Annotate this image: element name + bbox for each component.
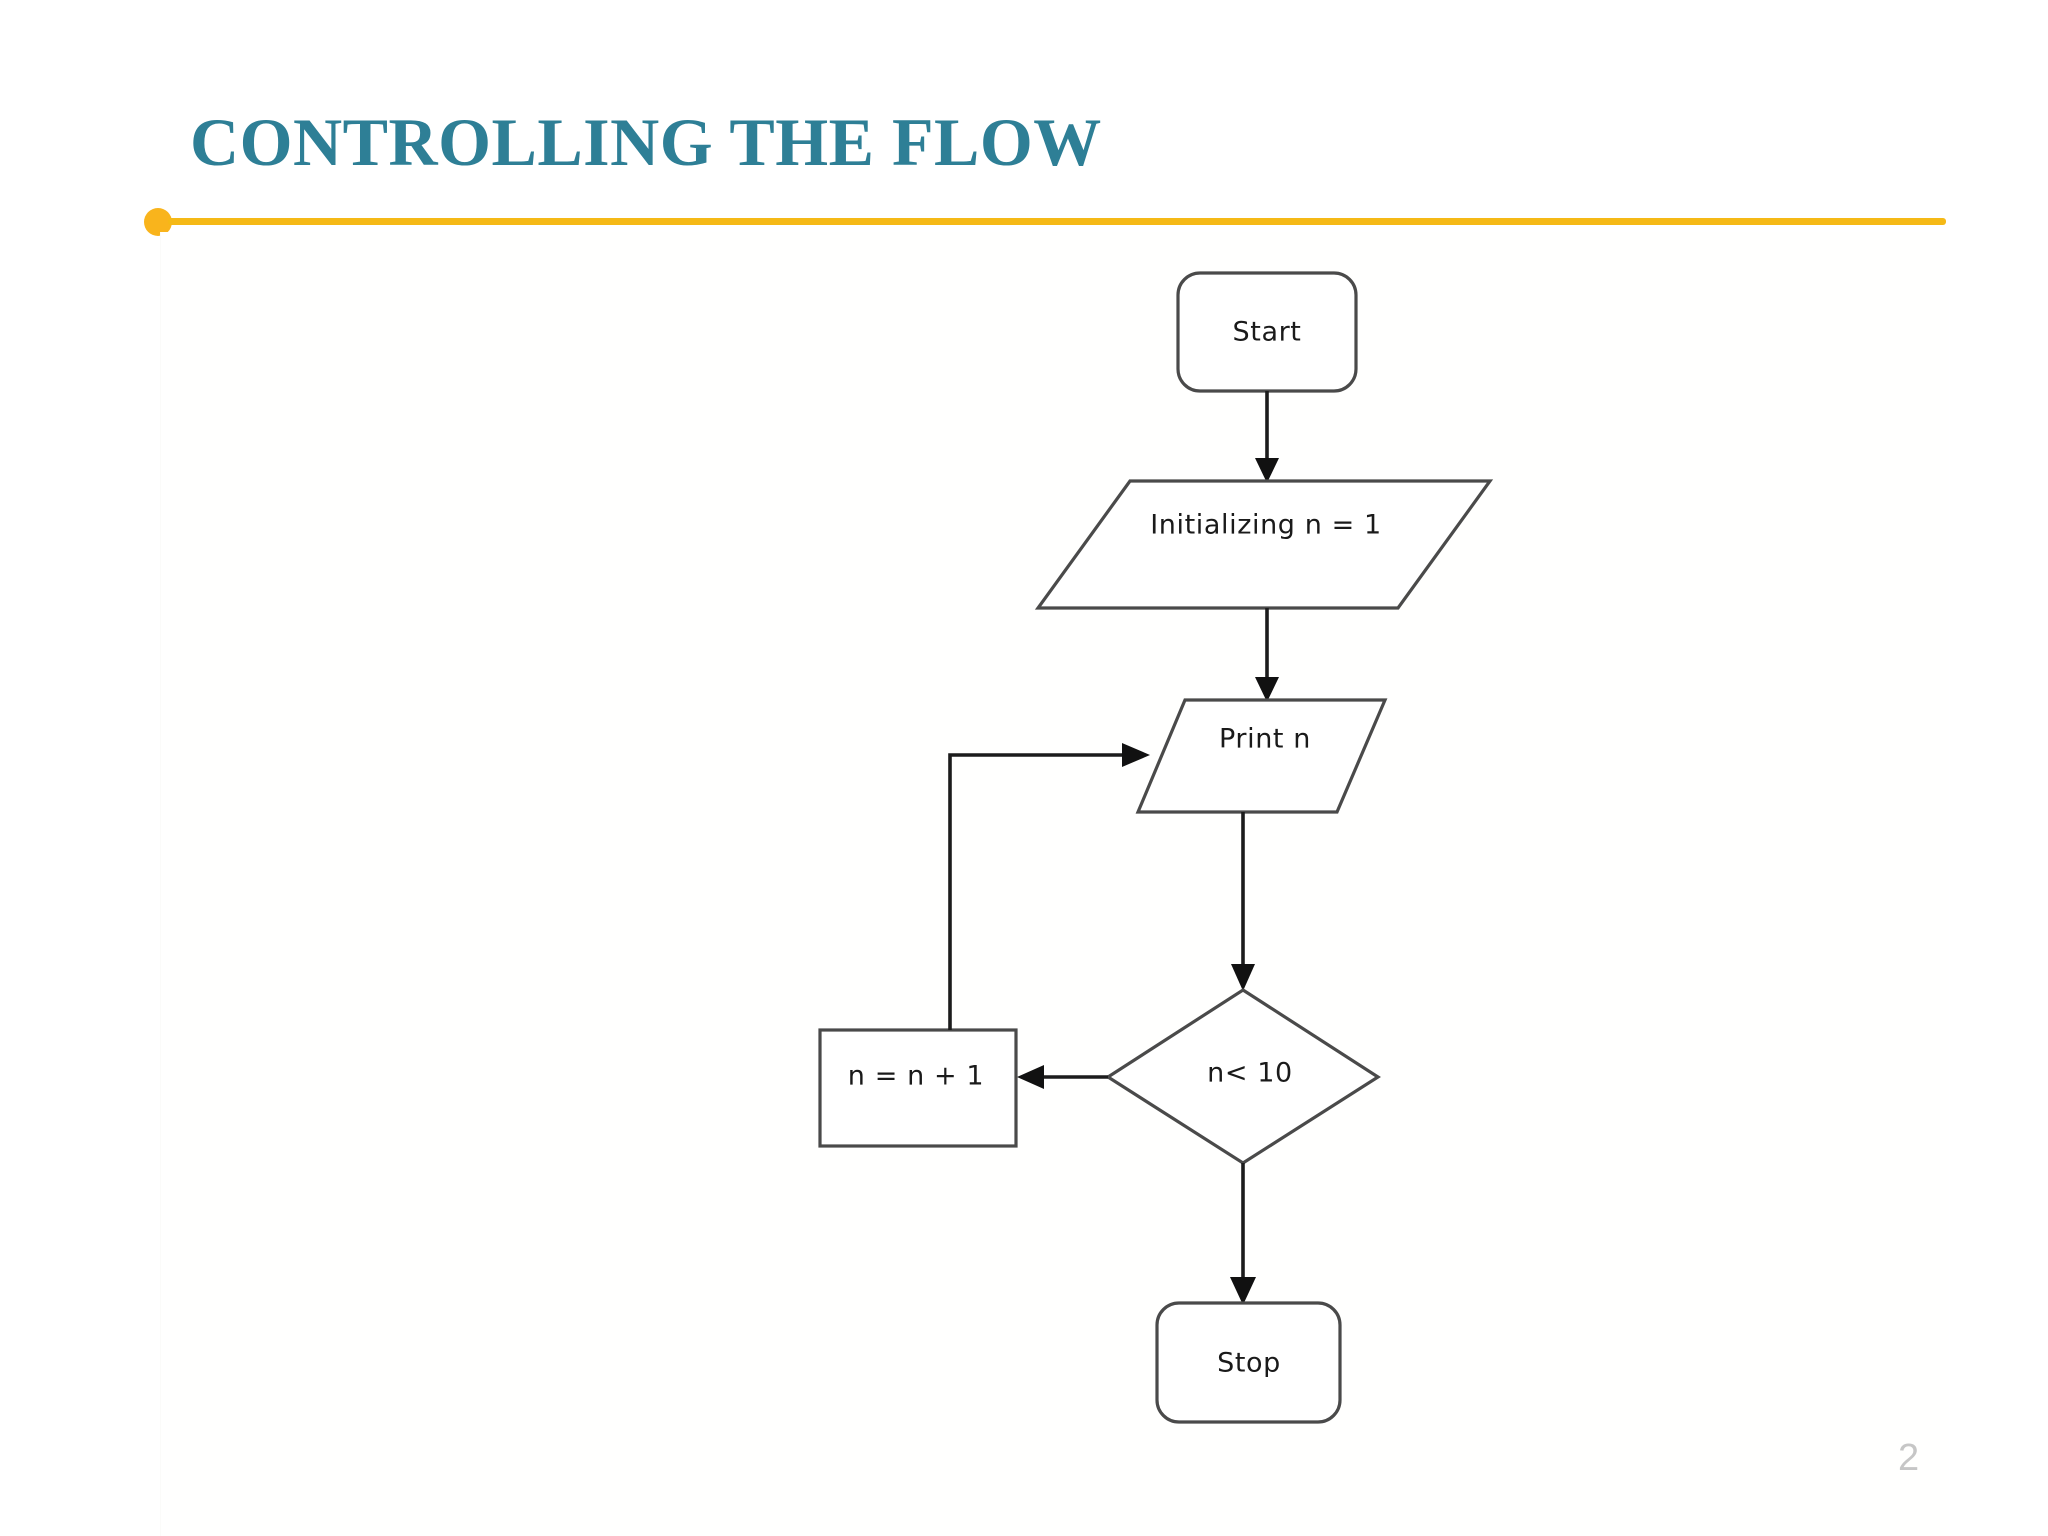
title-rule-dot — [144, 208, 172, 236]
print-label: Print n — [1219, 724, 1311, 755]
flow-edge-increment-to-print — [948, 743, 1150, 1030]
decision-label: n< 10 — [1207, 1058, 1293, 1089]
edge-polyline — [948, 753, 1133, 1030]
arrowhead-icon — [1122, 743, 1150, 767]
arrowhead-icon — [1255, 458, 1279, 483]
flow-edge-decision-to-increment — [1017, 1065, 1108, 1089]
flow-edge-start-to-init — [1255, 391, 1279, 483]
print-shape — [1135, 698, 1388, 814]
page-title: CONTROLLING THE FLOW — [190, 104, 1102, 180]
flow-node-start[interactable]: Start — [1176, 271, 1358, 393]
flow-node-init[interactable]: Initializing n = 1 — [1034, 479, 1494, 610]
flow-node-print[interactable]: Print n — [1135, 698, 1388, 814]
title-divider-rule — [168, 218, 1946, 225]
flow-edge-init-to-print — [1255, 608, 1279, 702]
arrowhead-icon — [1231, 964, 1255, 991]
flow-edge-decision-to-stop — [1230, 1163, 1256, 1305]
arrowhead-icon — [1255, 677, 1279, 702]
flow-node-increment[interactable]: n = n + 1 — [818, 1028, 1018, 1148]
flow-edge-print-to-decision — [1231, 812, 1255, 991]
page-number: 2 — [1898, 1437, 1920, 1479]
flow-node-stop[interactable]: Stop — [1155, 1301, 1342, 1424]
init-label: Initializing n = 1 — [1150, 510, 1382, 541]
arrowhead-icon — [1017, 1065, 1044, 1089]
flow-node-decision[interactable]: n< 10 — [1105, 988, 1381, 1165]
stop-shape — [1155, 1301, 1342, 1424]
slide-content-area — [160, 232, 1949, 1536]
stop-label: Stop — [1217, 1348, 1281, 1379]
increment-label: n = n + 1 — [848, 1061, 984, 1092]
arrowhead-icon — [1230, 1277, 1256, 1305]
increment-shape — [818, 1028, 1018, 1148]
init-shape — [1034, 479, 1494, 610]
start-label: Start — [1233, 317, 1302, 348]
